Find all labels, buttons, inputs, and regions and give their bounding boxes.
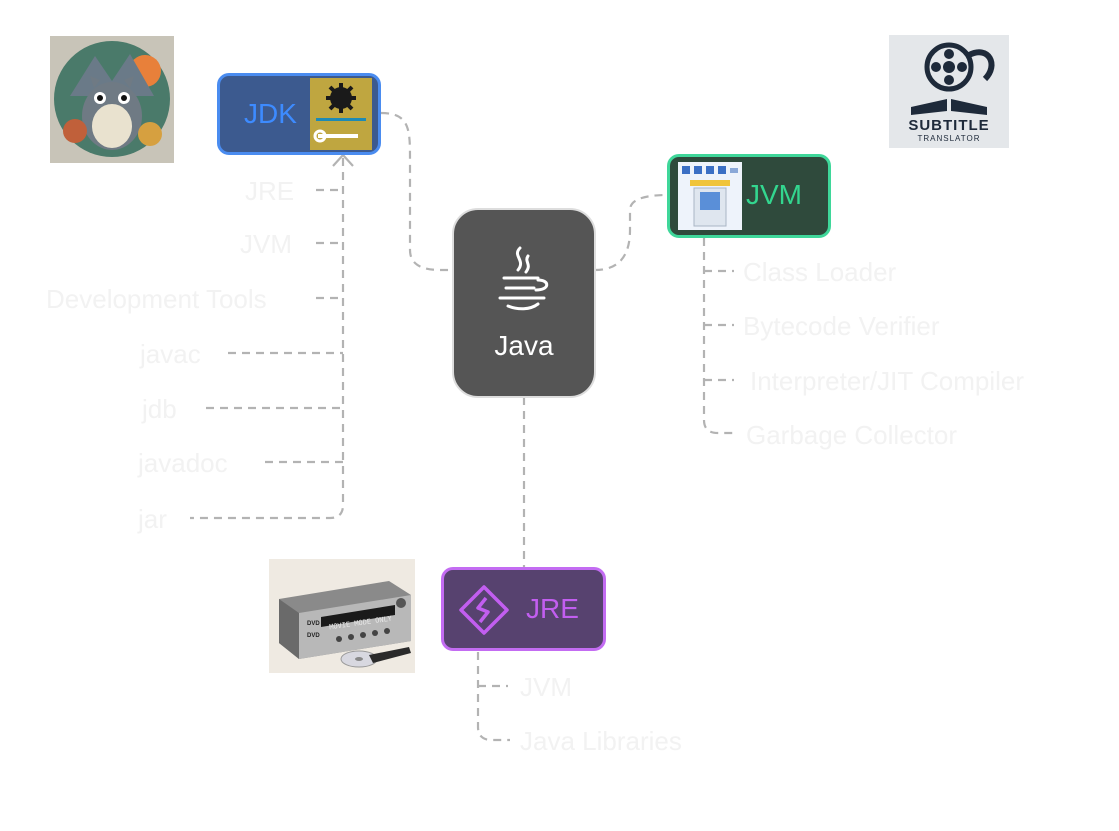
film-reel-book-icon xyxy=(911,42,995,115)
jdk-node[interactable]: JDK xyxy=(217,73,381,155)
dvd-player-photo: MOVIE MODE ONLY DVD DVD xyxy=(269,559,415,673)
server-window-icon xyxy=(678,162,742,230)
jvm-node[interactable]: JVM xyxy=(667,154,831,238)
connector-java-jdk xyxy=(380,111,455,272)
connector-java-jvm xyxy=(594,193,669,272)
gear-wrench-icon xyxy=(310,78,372,150)
jdk-child-jar: jar xyxy=(138,504,167,534)
coffee-cup-icon xyxy=(498,246,549,311)
connector-jdk-trunk xyxy=(190,158,345,520)
jvm-child-gc: Garbage Collector xyxy=(746,420,957,450)
totoro-illustration xyxy=(50,36,174,163)
jdk-child-devtools: Development Tools xyxy=(46,284,267,314)
device-badge-top: DVD xyxy=(307,621,320,627)
diamond-logo-icon xyxy=(459,585,509,635)
jdk-child-jre: JRE xyxy=(245,176,295,206)
logo-title: SUBTITLE xyxy=(908,117,990,134)
connector-jre-trunk xyxy=(476,652,510,742)
device-badge-bottom: DVD xyxy=(307,633,320,639)
jvm-child-verifier: Bytecode Verifier xyxy=(743,311,940,341)
logo-subtitle: TRANSLATOR xyxy=(917,134,981,143)
connector-jvm-trunk xyxy=(702,238,735,435)
java-node[interactable]: Java xyxy=(452,208,596,398)
dvd-player-graphic xyxy=(279,581,411,668)
jdk-child-javadoc: javadoc xyxy=(138,448,228,478)
jdk-child-jvm: JVM xyxy=(240,229,292,259)
jvm-label: JVM xyxy=(746,179,802,210)
jre-node[interactable]: JRE xyxy=(441,567,606,651)
java-label: Java xyxy=(494,330,554,361)
jdk-label: JDK xyxy=(244,98,297,129)
jre-label: JRE xyxy=(526,593,579,624)
jvm-child-interpreter: Interpreter/JIT Compiler xyxy=(750,366,1025,396)
jre-child-libraries: Java Libraries xyxy=(520,726,682,756)
jdk-child-jdb: jdb xyxy=(142,394,177,424)
jvm-child-classloader: Class Loader xyxy=(743,257,897,287)
jre-child-jvm: JVM xyxy=(520,672,572,702)
jdk-child-javac: javac xyxy=(140,339,201,369)
subtitle-translator-logo: SUBTITLE TRANSLATOR xyxy=(889,35,1009,148)
arrow-head xyxy=(332,153,354,167)
